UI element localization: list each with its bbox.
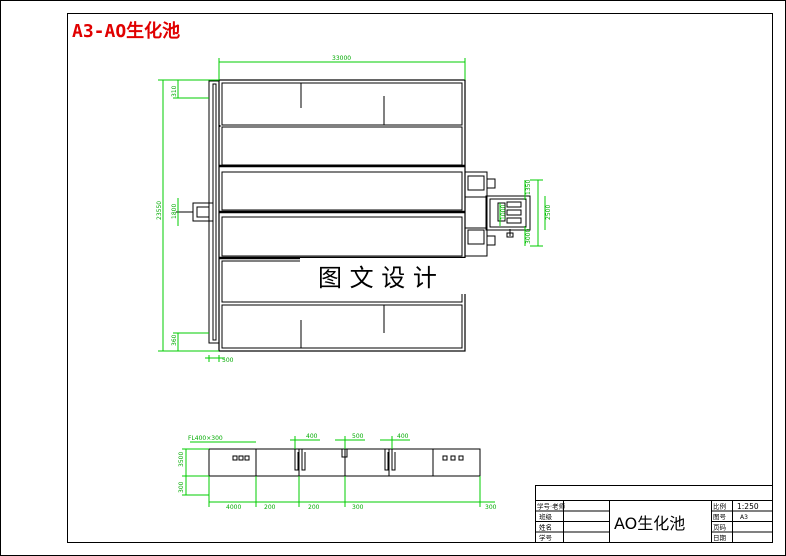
svg-text:1800: 1800: [171, 204, 178, 219]
tb-right-3: 页码: [713, 524, 727, 532]
plan-dimensions: [158, 58, 546, 362]
tb-drawing-name: AO生化池: [614, 514, 685, 533]
anoxic-zone-top: [221, 82, 463, 126]
section-view: [208, 448, 481, 477]
tb-right-2: 图号: [713, 513, 727, 521]
svg-text:300: 300: [352, 504, 364, 511]
plan-dimension-text: 33000 23550 310 360 1800 500 1350 2500 1…: [156, 55, 552, 364]
svg-text:200: 200: [264, 504, 276, 511]
outlet-channel: [464, 171, 488, 257]
svg-text:FL400×300: FL400×300: [188, 435, 223, 442]
pump-room: [485, 195, 531, 231]
tb-label-1: 学号·老师: [537, 502, 566, 511]
section-dimension-text: FL400×300 400 500 400 3500 300 4000 200 …: [178, 433, 497, 511]
anoxic-zone-bottom: [221, 304, 463, 349]
drawing-border: [67, 13, 773, 543]
svg-text:300: 300: [485, 504, 497, 511]
svg-text:200: 200: [308, 504, 320, 511]
inlet-box: [192, 202, 214, 222]
tb-scale: 1:250: [737, 502, 759, 511]
aerobic-zone-2: [221, 171, 463, 211]
aerobic-zone-3: [221, 216, 463, 257]
svg-text:33000: 33000: [332, 55, 351, 62]
tank-outline: [218, 79, 466, 352]
svg-text:23550: 23550: [156, 201, 163, 220]
tb-label-2: 班级: [539, 512, 553, 521]
aerobic-zone-1: [221, 126, 463, 166]
watermark: 图 文 设 计: [318, 264, 437, 292]
svg-text:500: 500: [352, 433, 364, 440]
title-block: [535, 485, 773, 543]
tb-label-4: 学号: [539, 533, 553, 542]
drawing-title: A3-AO生化池: [72, 20, 180, 42]
tb-right-4: 日期: [713, 534, 727, 542]
tb-sheet: A3: [740, 514, 748, 521]
tb-right-1: 比例: [713, 502, 726, 511]
svg-text:360: 360: [171, 334, 178, 346]
svg-text:1350: 1350: [525, 180, 532, 195]
svg-text:310: 310: [171, 85, 178, 97]
left-wall: [208, 80, 220, 344]
tb-label-3: 姓名: [539, 523, 552, 532]
svg-text:1000: 1000: [500, 205, 507, 220]
svg-text:3000: 3000: [525, 229, 532, 244]
svg-text:3500: 3500: [178, 452, 185, 467]
section-dimensions: [182, 436, 495, 507]
svg-text:2500: 2500: [545, 205, 552, 220]
title-block-text: 学号·老师 班级 姓名 学号 AO生化池 比例 图号 页码 日期 1:250 A…: [537, 502, 759, 543]
svg-text:400: 400: [306, 433, 318, 440]
svg-text:4000: 4000: [226, 504, 241, 511]
svg-text:400: 400: [397, 433, 409, 440]
plan-view: [176, 79, 531, 352]
svg-text:500: 500: [222, 357, 234, 364]
svg-text:300: 300: [178, 481, 185, 493]
